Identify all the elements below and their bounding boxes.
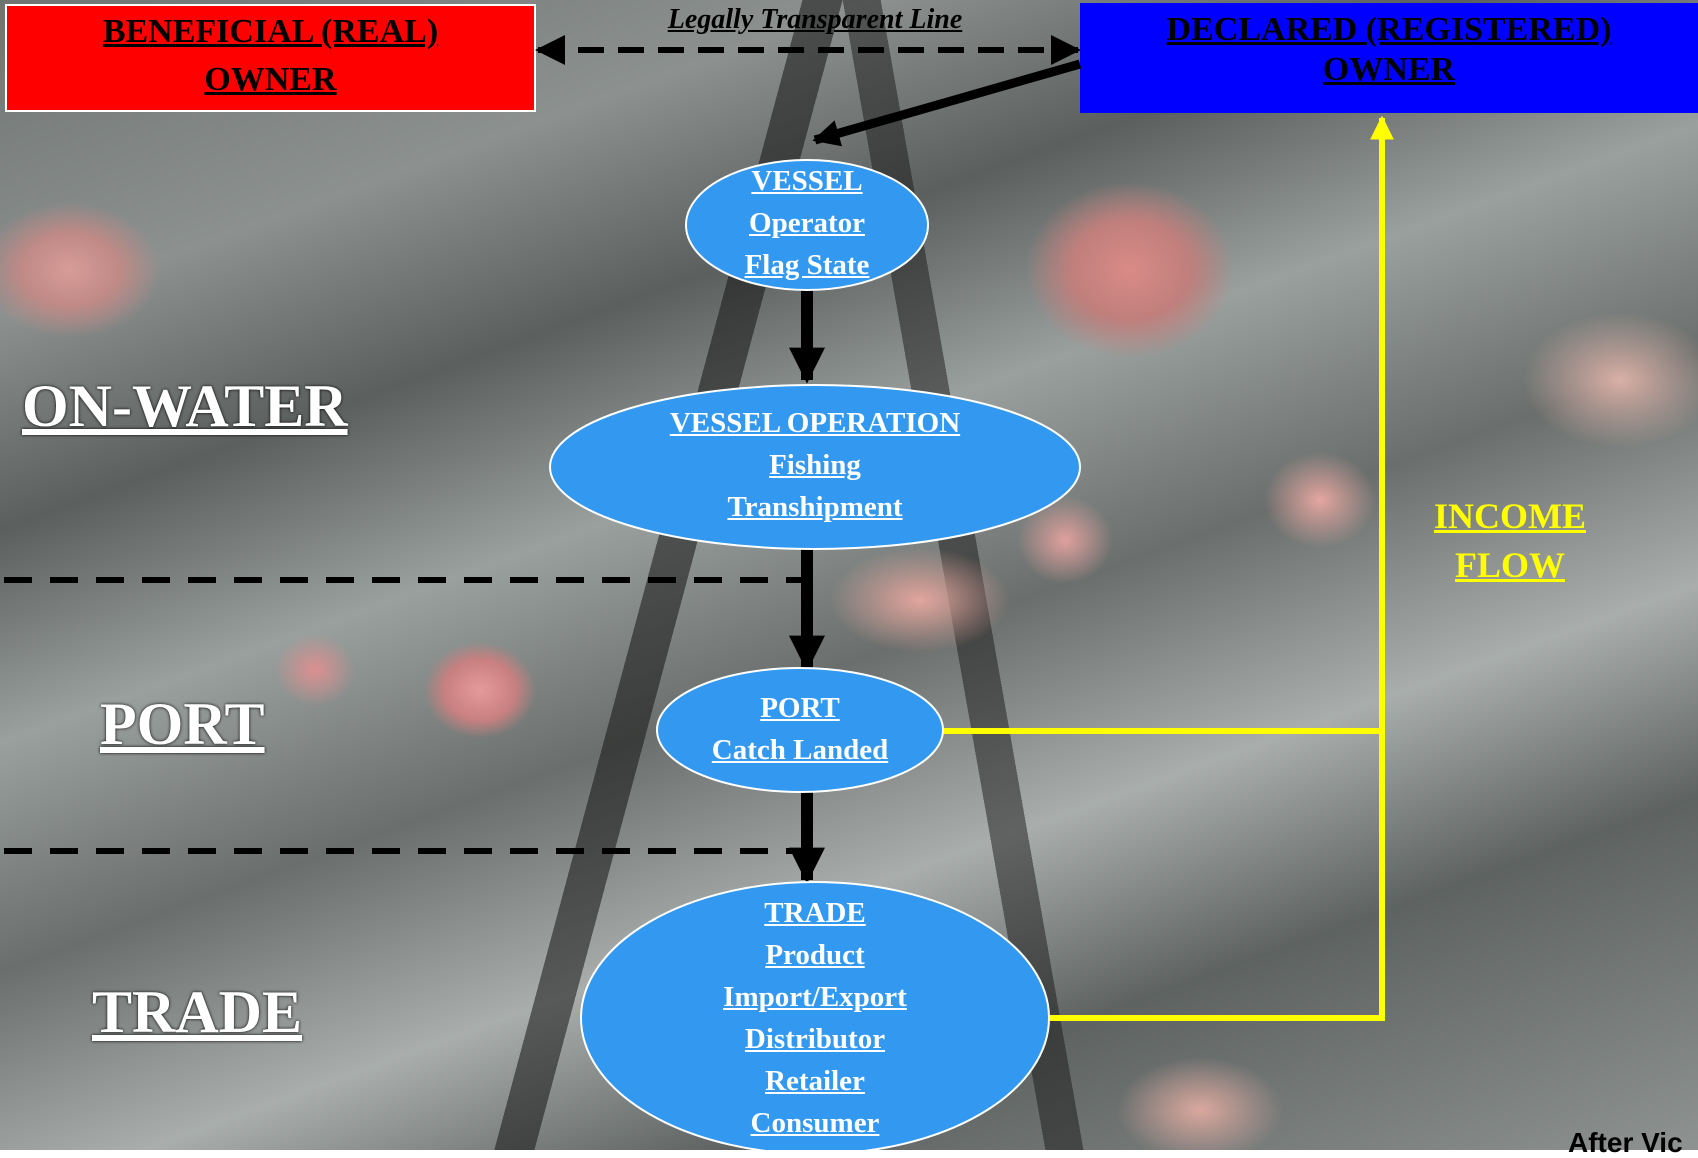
port-node-label: PORT Catch Landed: [660, 687, 940, 771]
port-title: PORT: [660, 687, 940, 729]
vessel-operator: Operator: [687, 202, 927, 244]
vessel-operation-node-label: VESSEL OPERATION Fishing Transhipment: [615, 402, 1015, 528]
owner-to-vessel-arrow: [815, 64, 1080, 140]
zone-label-on-water: ON-WATER: [22, 372, 348, 441]
vessel-title: VESSEL: [687, 160, 927, 202]
trade-node-label: TRADE Product Import/Export Distributor …: [665, 892, 965, 1144]
zone-label-trade: TRADE: [92, 978, 302, 1047]
trade-product: Product: [665, 934, 965, 976]
trade-distributor: Distributor: [665, 1018, 965, 1060]
beneficial-owner-label: BENEFICIAL (REAL) OWNER: [6, 10, 535, 102]
beneficial-owner-line1: BENEFICIAL (REAL): [6, 10, 535, 54]
declared-owner-label: DECLARED (REGISTERED) OWNER: [1080, 10, 1698, 90]
legally-transparent-label: Legally Transparent Line: [645, 2, 985, 38]
vessel-flag-state: Flag State: [687, 244, 927, 286]
port-catch-landed: Catch Landed: [660, 729, 940, 771]
trade-consumer: Consumer: [665, 1102, 965, 1144]
income-flow-line1: INCOME: [1420, 492, 1600, 541]
beneficial-owner-line2: OWNER: [6, 58, 535, 102]
operation-transhipment: Transhipment: [615, 486, 1015, 528]
operation-fishing: Fishing: [615, 444, 1015, 486]
trade-retailer: Retailer: [665, 1060, 965, 1102]
credit-fragment: After Vic: [1568, 1128, 1698, 1158]
operation-title: VESSEL OPERATION: [615, 402, 1015, 444]
declared-owner-line1: DECLARED (REGISTERED): [1080, 10, 1698, 50]
trade-import-export: Import/Export: [665, 976, 965, 1018]
vessel-node-label: VESSEL Operator Flag State: [687, 160, 927, 286]
income-flow-label: INCOME FLOW: [1420, 492, 1600, 590]
zone-label-port: PORT: [100, 690, 265, 759]
declared-owner-line2: OWNER: [1080, 50, 1698, 90]
trade-title: TRADE: [665, 892, 965, 934]
income-flow-line2: FLOW: [1420, 541, 1600, 590]
